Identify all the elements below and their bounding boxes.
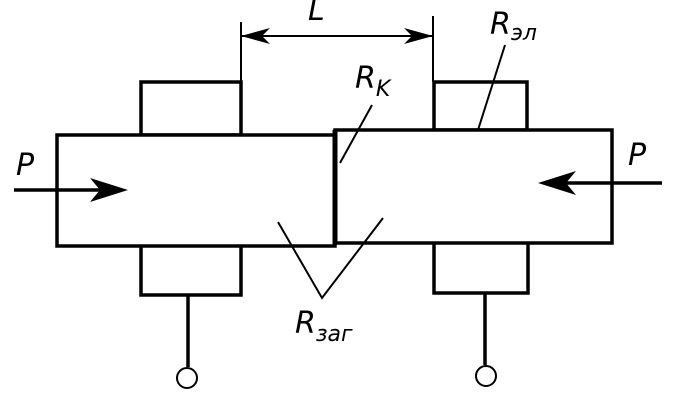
electrode-resistance-label: Rэл bbox=[490, 7, 537, 46]
electrode-top-left bbox=[139, 80, 243, 137]
dimension-arrowhead-left bbox=[241, 28, 270, 44]
contact-resistance-sub: K bbox=[376, 77, 392, 102]
terminal-left bbox=[176, 367, 198, 389]
electrode-resistance-main: R bbox=[490, 7, 511, 42]
workpiece-resistance-label: Rзаг bbox=[295, 306, 353, 347]
workpiece-resistance-leader bbox=[277, 217, 384, 300]
force-right-label: P bbox=[628, 138, 647, 173]
contact-resistance-label: RK bbox=[355, 61, 392, 102]
electrode-bottom-left bbox=[139, 243, 243, 297]
contact-resistance-leader bbox=[339, 104, 373, 164]
terminal-right bbox=[475, 365, 497, 387]
electrode-resistance-sub: эл bbox=[511, 21, 537, 46]
electrode-bottom-right bbox=[432, 240, 530, 295]
workpiece-resistance-sub: заг bbox=[316, 322, 353, 347]
force-arrow-right-head bbox=[538, 171, 576, 195]
length-label: L bbox=[308, 0, 325, 28]
dimension-arrowhead-right bbox=[404, 28, 433, 44]
contact-resistance-main: R bbox=[355, 61, 376, 96]
force-arrow-left-head bbox=[90, 178, 128, 202]
electrode-resistance-leader bbox=[477, 44, 506, 131]
force-left-label: P bbox=[16, 148, 35, 183]
workpiece-resistance-main: R bbox=[295, 306, 316, 341]
